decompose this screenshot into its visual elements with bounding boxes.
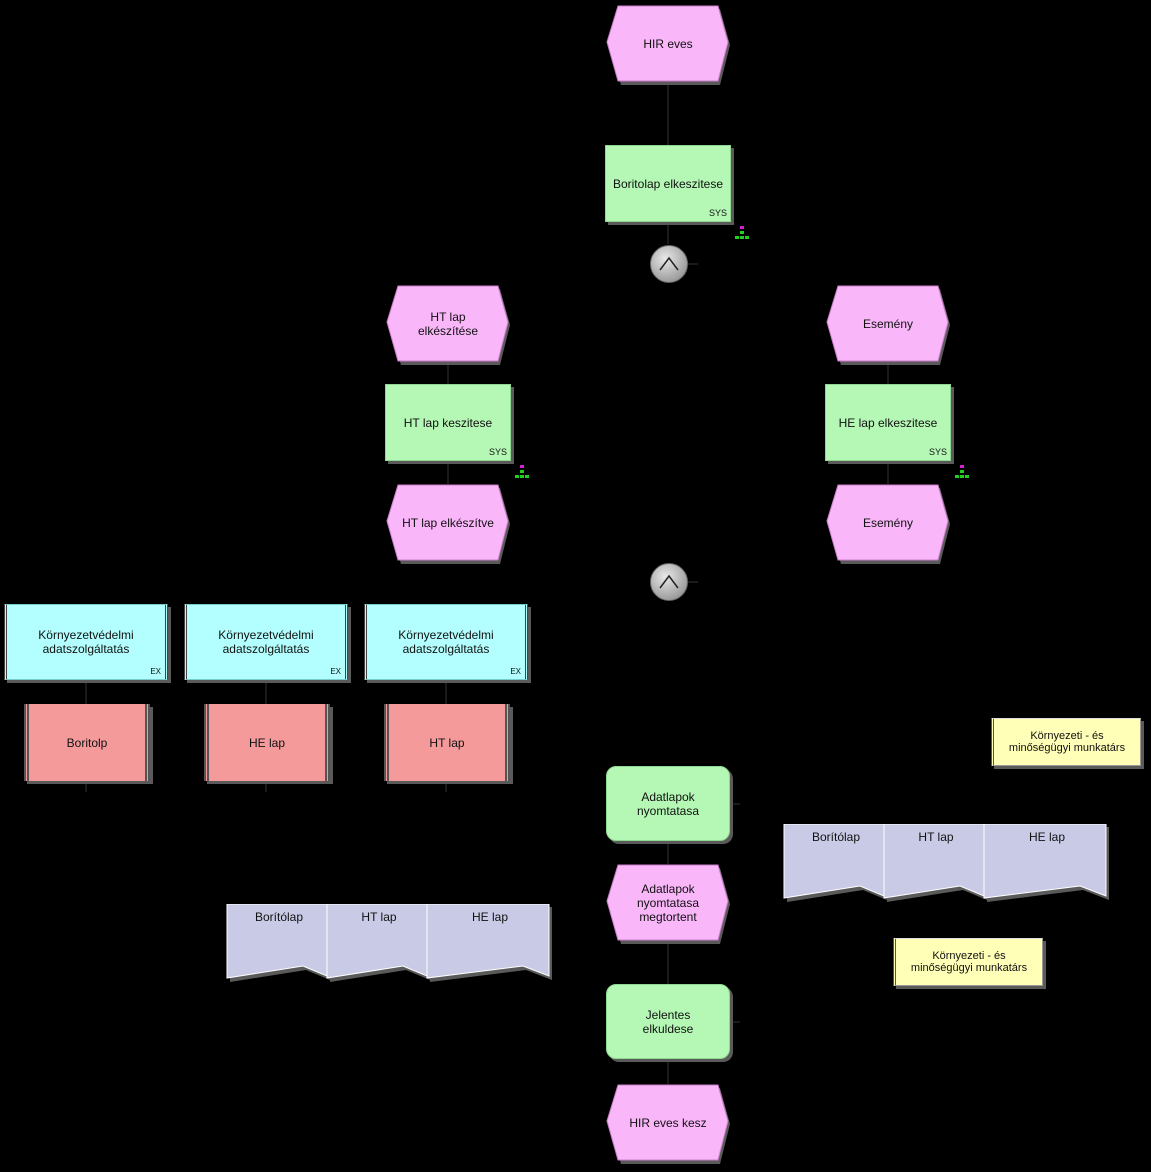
function-label: HT lap keszitese <box>403 415 493 430</box>
event-hexagon-shape <box>386 285 510 365</box>
event-hexagon-shape <box>826 484 950 564</box>
document-right-boritolap[interactable]: Borítólap <box>783 824 889 904</box>
role-label: Környezeti - és minőségügyi munkatárs <box>910 950 1028 974</box>
ex-label: EX <box>330 667 341 676</box>
role-top[interactable]: Környezeti - és minőségügyi munkatárs <box>991 718 1141 766</box>
event-hexagon-shape <box>606 5 730 85</box>
document-left-ht-lap[interactable]: HT lap <box>326 904 432 984</box>
system-he-lap[interactable]: HE lap <box>204 704 330 781</box>
system-label: HT lap <box>429 735 465 750</box>
event-label: HIR eves <box>643 36 693 51</box>
document-shape <box>783 824 887 902</box>
status-marker-icon <box>735 226 749 239</box>
status-marker-icon <box>515 465 529 478</box>
document-shape <box>326 904 430 982</box>
event-hir-eves-kesz[interactable]: HIR eves kesz <box>606 1084 730 1164</box>
document-shape <box>883 824 987 902</box>
event-label: Esemény <box>862 316 914 331</box>
event-hexagon-shape <box>386 484 510 564</box>
role-bottom[interactable]: Környezeti - és minőségügyi munkatárs <box>893 938 1043 986</box>
document-label: HT lap <box>361 910 397 924</box>
service-label: Környezetvédelmi adatszolgáltatás <box>398 628 494 656</box>
sys-label: SYS <box>928 447 947 457</box>
and-symbol-icon <box>659 256 679 271</box>
event-ht-lap-elkeszitese[interactable]: HT lap elkészítése <box>386 285 510 365</box>
event-adatlapok-megtortent[interactable]: Adatlapok nyomtatasa megtortent <box>606 864 730 944</box>
document-right-he-lap[interactable]: HE lap <box>983 824 1111 904</box>
function-ht-lap-keszitese[interactable]: HT lap keszitese SYS <box>385 384 511 461</box>
function-adatlapok-nyomtatasa[interactable]: Adatlapok nyomtatasa <box>606 766 730 841</box>
service-label: Környezetvédelmi adatszolgáltatás <box>38 628 134 656</box>
and-operator-join[interactable] <box>650 563 688 601</box>
event-label: HIR eves kesz <box>629 1115 707 1130</box>
document-right-ht-lap[interactable]: HT lap <box>883 824 989 904</box>
function-label: Adatlapok nyomtatasa <box>636 789 700 818</box>
event-esemeny-2[interactable]: Esemény <box>826 484 950 564</box>
role-label: Környezeti - és minőségügyi munkatárs <box>1008 730 1126 754</box>
function-label: HE lap elkeszitese <box>838 415 938 430</box>
event-hexagon-shape <box>606 1084 730 1164</box>
status-marker-icon <box>955 465 969 478</box>
event-hexagon-shape <box>606 864 730 944</box>
document-shape <box>226 904 330 982</box>
ex-label: EX <box>510 667 521 676</box>
system-label: HE lap <box>248 735 286 750</box>
document-left-he-lap[interactable]: HE lap <box>426 904 554 984</box>
service-kornyezetvedelmi-1[interactable]: Környezetvédelmi adatszolgáltatás EX <box>4 604 168 680</box>
event-label: HT lap elkészítve <box>402 515 494 530</box>
document-shape <box>426 904 552 982</box>
function-boritolap-elkeszitese[interactable]: Boritolap elkeszitese SYS <box>605 145 731 222</box>
document-left-boritolap[interactable]: Borítólap <box>226 904 332 984</box>
event-esemeny-1[interactable]: Esemény <box>826 285 950 365</box>
document-label: Borítólap <box>811 830 861 844</box>
system-label: Boritolp <box>66 735 108 750</box>
event-ht-lap-elkeszitve[interactable]: HT lap elkészítve <box>386 484 510 564</box>
function-jelentes-elkuldese[interactable]: Jelentes elkuldese <box>606 984 730 1059</box>
sys-label: SYS <box>708 208 727 218</box>
document-label: HE lap <box>1028 830 1066 844</box>
document-label: Borítólap <box>254 910 304 924</box>
document-label: HE lap <box>471 910 509 924</box>
document-shape <box>983 824 1109 902</box>
service-kornyezetvedelmi-2[interactable]: Környezetvédelmi adatszolgáltatás EX <box>184 604 348 680</box>
and-symbol-icon <box>659 574 679 589</box>
and-operator-split[interactable] <box>650 245 688 283</box>
event-hexagon-shape <box>826 285 950 365</box>
event-label: Esemény <box>862 515 914 530</box>
event-label: Adatlapok nyomtatasa megtortent <box>636 881 700 924</box>
ex-label: EX <box>150 667 161 676</box>
document-label: HT lap <box>918 830 954 844</box>
service-label: Környezetvédelmi adatszolgáltatás <box>218 628 314 656</box>
event-label: HT lap elkészítése <box>417 309 479 338</box>
system-boritolp[interactable]: Boritolp <box>24 704 150 781</box>
system-ht-lap[interactable]: HT lap <box>384 704 510 781</box>
sys-label: SYS <box>488 447 507 457</box>
service-kornyezetvedelmi-3[interactable]: Környezetvédelmi adatszolgáltatás EX <box>364 604 528 680</box>
function-label: Jelentes elkuldese <box>642 1007 694 1036</box>
function-label: Boritolap elkeszitese <box>612 176 724 191</box>
function-he-lap-elkeszitese[interactable]: HE lap elkeszitese SYS <box>825 384 951 461</box>
event-hir-eves[interactable]: HIR eves <box>606 5 730 85</box>
